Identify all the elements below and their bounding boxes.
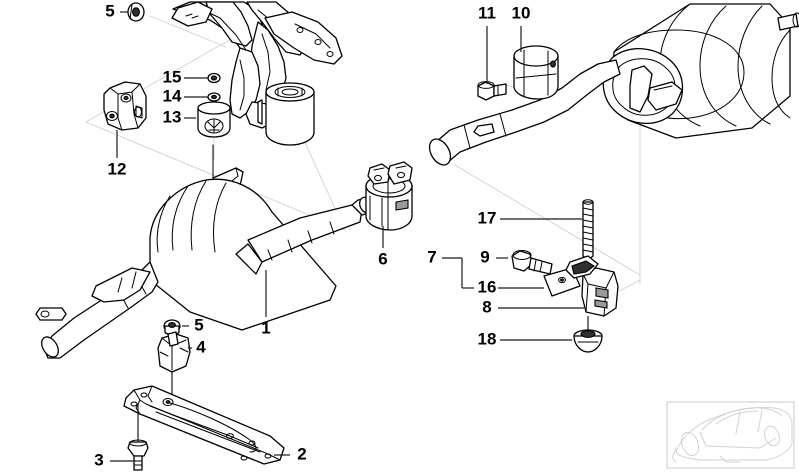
exhaust-absorber-cylinder [257, 82, 315, 146]
callout-14: 14 [163, 86, 182, 105]
callout-9: 9 [480, 247, 489, 266]
part-18-rubber-grommet [573, 316, 603, 353]
part-9-hex-bolt [511, 250, 553, 275]
callout-labels: 5 15 14 13 12 1 2 3 4 5 6 7 8 9 10 11 16… [94, 1, 530, 469]
callout-18: 18 [478, 329, 497, 348]
part-1-centre-muffler [35, 144, 375, 359]
part-2-heat-shield [123, 385, 285, 465]
rear-muffler-assembly [428, 3, 799, 166]
callout-5-lower: 5 [194, 315, 203, 334]
callout-4: 4 [196, 337, 206, 356]
callout-11: 11 [478, 3, 496, 22]
callout-8: 8 [482, 297, 491, 316]
callout-10: 10 [512, 3, 531, 22]
callout-15: 15 [163, 67, 182, 86]
part-13-vibration-absorber [197, 101, 231, 138]
part-8-rubber-mounting-block [565, 255, 641, 317]
part-11-stud-bolt [477, 81, 507, 101]
part-12-support-bracket [103, 81, 147, 131]
part-14-washer [207, 92, 221, 102]
callout-5-upper: 5 [105, 1, 114, 20]
vehicle-thumbnail [666, 401, 795, 469]
part-15-nut [207, 72, 221, 84]
callout-1: 1 [261, 318, 270, 337]
part-10-exhaust-pipe-sleeve [513, 45, 559, 100]
callout-12: 12 [108, 159, 127, 178]
callout-3: 3 [94, 450, 103, 469]
callout-7: 7 [427, 247, 436, 266]
part-4-rubber-mount-bracket [157, 331, 191, 398]
part-6-pipe-clamp [365, 161, 413, 231]
callout-2: 2 [297, 444, 306, 463]
leader-lines [110, 11, 584, 462]
callout-13: 13 [163, 107, 182, 126]
callout-16: 16 [478, 277, 497, 296]
part-5-lower-locking-nut [163, 319, 181, 335]
callout-17: 17 [478, 208, 497, 227]
part-5-upper-locking-nut [127, 2, 145, 22]
callout-6: 6 [378, 249, 387, 268]
part-3-heat-shield-screw [127, 404, 149, 471]
